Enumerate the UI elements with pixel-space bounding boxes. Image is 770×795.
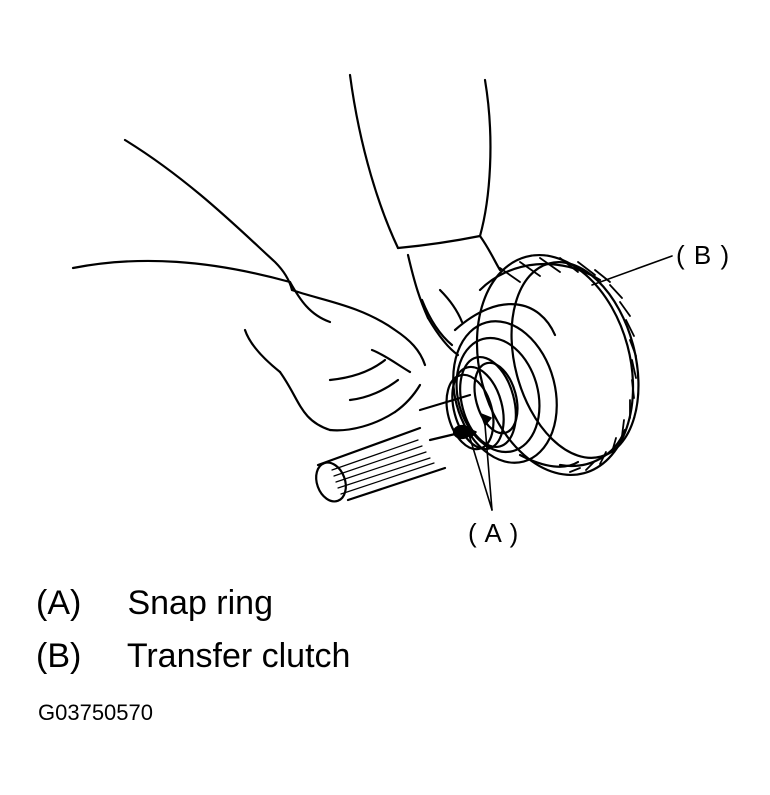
- legend-item-transfer-clutch: (B) Transfer clutch: [36, 637, 350, 676]
- callout-transfer-clutch-label: ( B ): [676, 240, 731, 270]
- legend-text: Transfer clutch: [126, 637, 351, 675]
- left-hand: [243, 288, 427, 432]
- legend-key: (B): [36, 637, 82, 675]
- figure-id: G03750570: [38, 700, 153, 725]
- snap-ring-stack: [445, 355, 519, 451]
- transfer-clutch-illustration: [71, 73, 673, 511]
- right-hand: [406, 253, 464, 357]
- left-arm-sleeve: [71, 138, 332, 324]
- callout-snap-ring-label: ( A ): [468, 518, 520, 548]
- leader-lines: [465, 255, 673, 511]
- right-arm-sleeve: [348, 73, 502, 272]
- transfer-clutch-drum: [475, 253, 640, 477]
- legend-text: Snap ring: [127, 584, 273, 622]
- legend-key: (A): [36, 584, 82, 622]
- legend-item-snap-ring: (A) Snap ring: [36, 584, 273, 623]
